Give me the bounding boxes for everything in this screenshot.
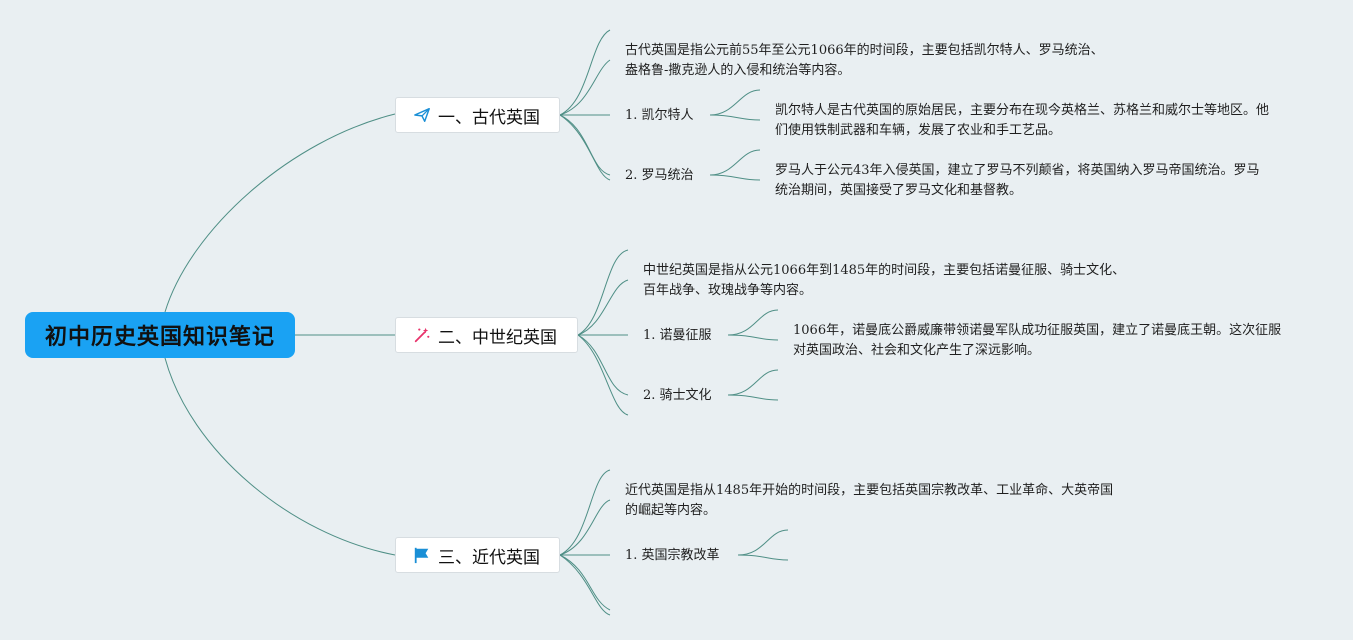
link-b2-extra bbox=[577, 334, 629, 416]
link-b3s1-top bbox=[737, 529, 789, 556]
branch-1-sub-1-detail: 凯尔特人是古代英国的原始居民，主要分布在现今英格兰、苏格兰和威尔士等地区。他们使… bbox=[775, 103, 1270, 138]
root-label: 初中历史英国知识笔记 bbox=[44, 325, 275, 350]
branch-1-sub-2[interactable]: 2. 罗马统治 bbox=[625, 168, 694, 183]
branch-ancient-england[interactable]: 一、古代英国 bbox=[395, 97, 560, 133]
link-b2-sub2 bbox=[577, 334, 629, 396]
paper-plane-icon bbox=[412, 105, 432, 125]
link-b2-summary-top bbox=[577, 249, 629, 336]
branch-2-sub-1-detail: 1066年，诺曼底公爵威廉带领诺曼军队成功征服英国，建立了诺曼底王朝。这次征服对… bbox=[793, 323, 1282, 358]
branch-1-sub-2-detail: 罗马人于公元43年入侵英国，建立了罗马不列颠省，将英国纳入罗马帝国统治。罗马统治… bbox=[775, 163, 1260, 198]
branch-3-summary: 近代英国是指从1485年开始的时间段，主要包括英国宗教改革、工业革命、大英帝国的… bbox=[625, 483, 1114, 518]
link-b1-sub2 bbox=[559, 114, 611, 176]
link-b2s1-bot bbox=[727, 334, 779, 341]
link-b1s1-top bbox=[709, 89, 761, 116]
branch-1-sub-1[interactable]: 1. 凯尔特人 bbox=[625, 108, 694, 123]
branch-2-sub-1[interactable]: 1. 诺曼征服 bbox=[643, 328, 712, 343]
link-b1-summary-top bbox=[559, 29, 611, 116]
link-b1-summary-bot bbox=[559, 59, 611, 116]
link-b2s2-bot bbox=[727, 394, 779, 401]
branch-label: 二、中世纪英国 bbox=[438, 327, 557, 348]
link-b1s1-bot bbox=[709, 114, 761, 121]
magic-wand-icon bbox=[412, 325, 432, 345]
branch-3-sub-1[interactable]: 1. 英国宗教改革 bbox=[625, 548, 720, 563]
branch-medieval-england[interactable]: 二、中世纪英国 bbox=[395, 317, 578, 353]
link-b3-extra2 bbox=[559, 554, 611, 616]
link-b3s1-bot bbox=[737, 554, 789, 561]
branch-2-summary: 中世纪英国是指从公元1066年到1485年的时间段，主要包括诺曼征服、骑士文化、… bbox=[643, 263, 1126, 298]
link-b2s1-top bbox=[727, 309, 779, 336]
link-root-branch-3 bbox=[164, 357, 396, 556]
flag-icon bbox=[412, 545, 432, 565]
branch-label: 三、近代英国 bbox=[438, 547, 540, 568]
branch-1-summary: 古代英国是指公元前55年至公元1066年的时间段，主要包括凯尔特人、罗马统治、盎… bbox=[625, 43, 1104, 78]
link-root-branch-1 bbox=[164, 113, 396, 313]
link-b2s2-top bbox=[727, 369, 779, 396]
link-b3-summary-bot bbox=[559, 499, 611, 556]
link-b1-extra bbox=[559, 114, 611, 181]
link-b2-summary-bot bbox=[577, 279, 629, 336]
branch-label: 一、古代英国 bbox=[438, 107, 540, 128]
link-b3-extra1 bbox=[559, 554, 611, 611]
link-b1s2-bot bbox=[709, 174, 761, 181]
link-b1s2-top bbox=[709, 149, 761, 176]
link-b3-summary-top bbox=[559, 469, 611, 556]
branch-modern-england[interactable]: 三、近代英国 bbox=[395, 537, 560, 573]
branch-2-sub-2[interactable]: 2. 骑士文化 bbox=[643, 388, 712, 403]
root-node[interactable]: 初中历史英国知识笔记 bbox=[25, 312, 295, 358]
